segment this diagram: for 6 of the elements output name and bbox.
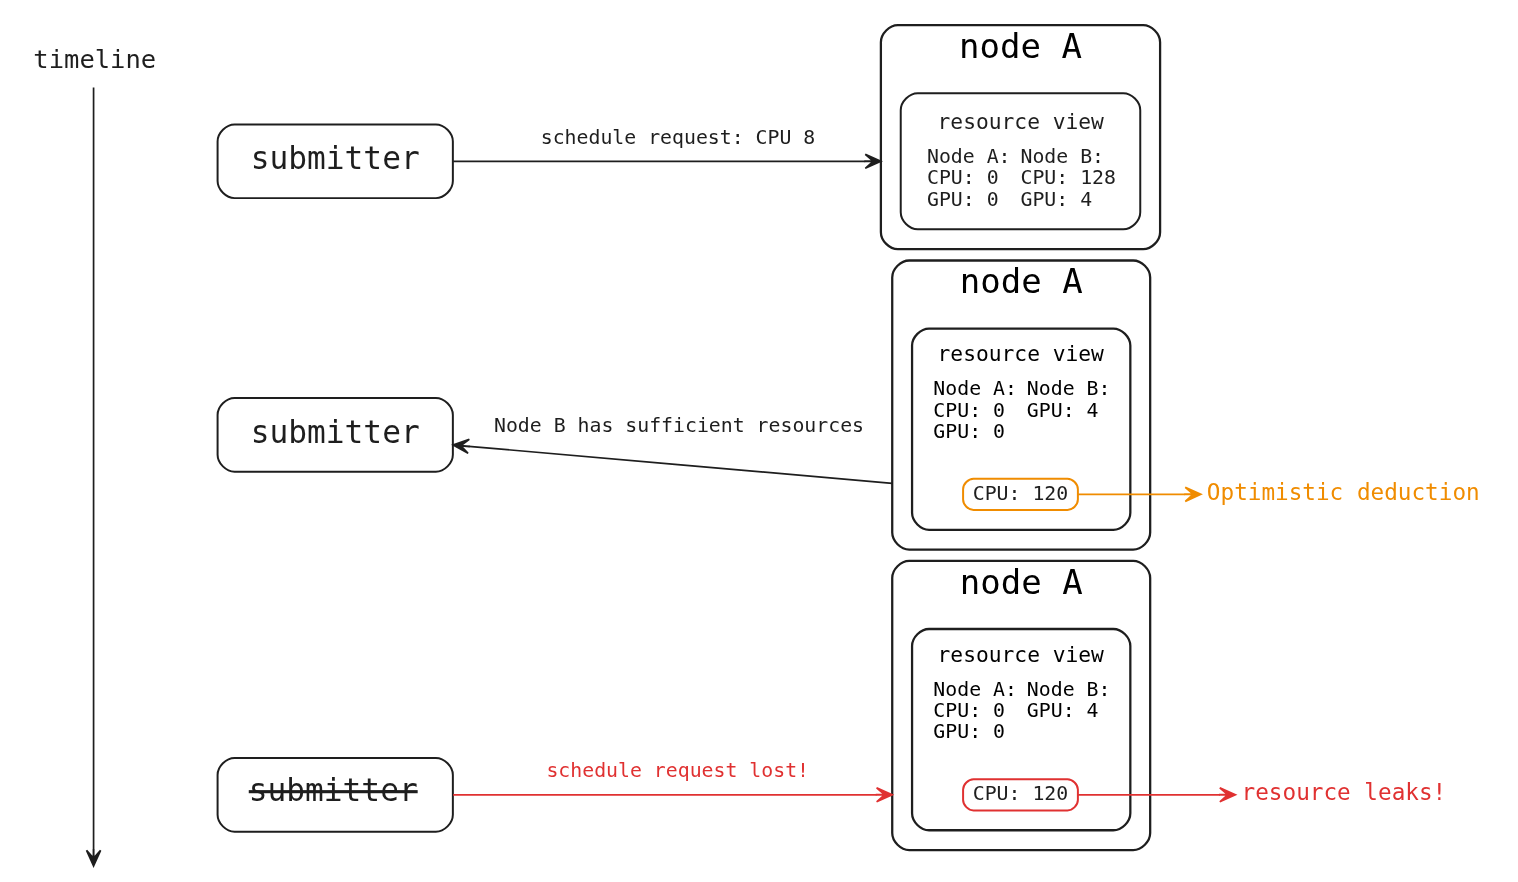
node-text: Optimistic deduction bbox=[1206, 478, 1480, 505]
edge-label: Node B has sufficient resources bbox=[493, 413, 865, 437]
edge-label: schedule request lost! bbox=[546, 759, 810, 783]
edge-label: schedule request: CPU 8 bbox=[540, 125, 816, 149]
node-text: resource leaks! bbox=[1241, 779, 1447, 806]
node-text: timeline bbox=[33, 44, 157, 75]
